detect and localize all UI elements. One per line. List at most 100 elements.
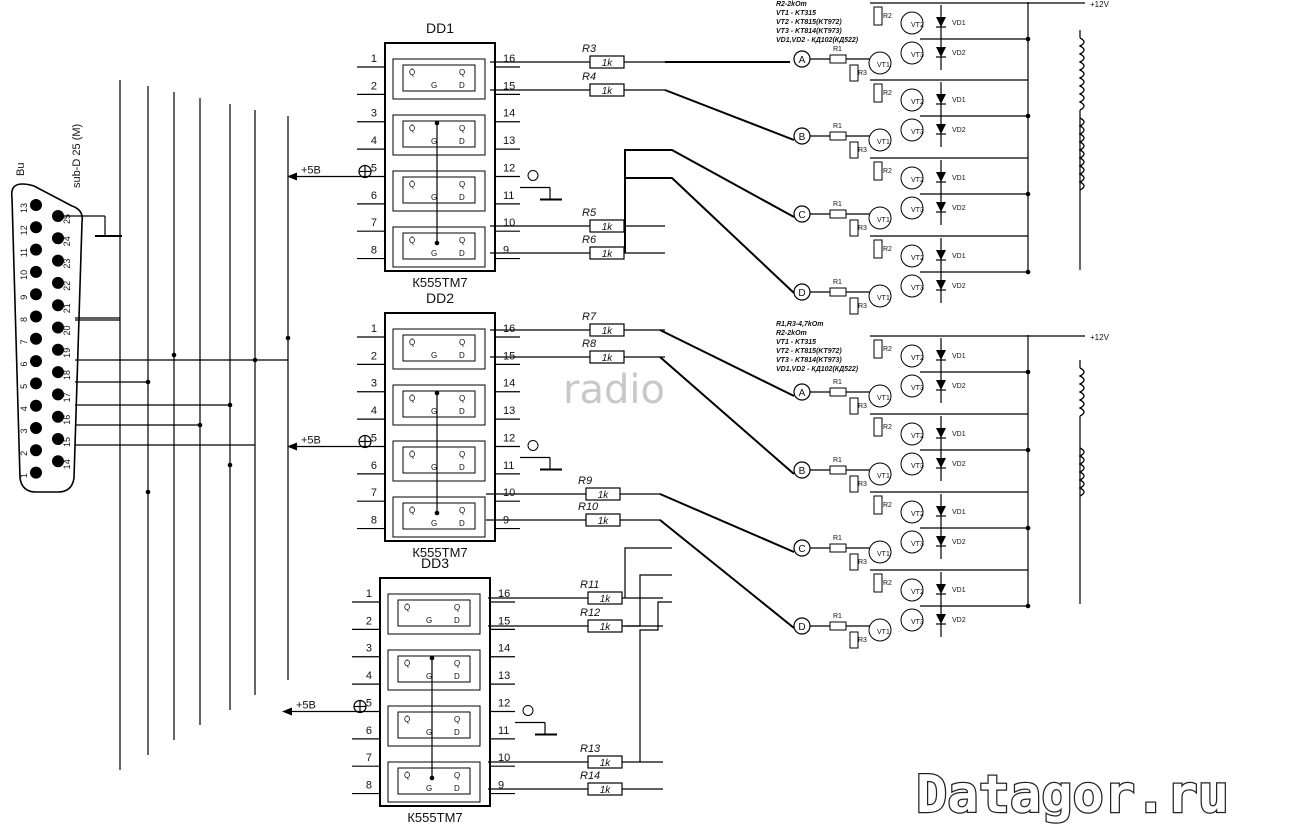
latch-outline (392, 384, 486, 426)
junction-dot (1025, 603, 1031, 609)
latch-pin-text: Q̄ (409, 450, 415, 459)
resistor-r2 (873, 83, 883, 103)
db25-pin-number: 7 (19, 339, 29, 344)
latch-outline (387, 593, 481, 635)
latch-pin-text: Q̄ (409, 124, 415, 133)
transistor-vt2 (900, 422, 924, 446)
stage-label: VD1 (952, 253, 966, 260)
db25-pin (30, 221, 42, 234)
db25-pin-number: 16 (62, 415, 72, 425)
stage-label: VT3 (911, 619, 924, 626)
resistor-ref: R12 (580, 607, 600, 619)
latch-cell (402, 176, 476, 204)
motor-coil (1078, 367, 1085, 417)
db25-pin (30, 399, 42, 412)
resistor-r2 (873, 6, 883, 26)
transistor-vt3 (900, 196, 924, 220)
stage-label: R2 (883, 502, 892, 509)
latch-pin-text: Q (459, 338, 465, 347)
stage-label: VT3 (911, 207, 924, 214)
latch-pin-text: G (431, 351, 437, 360)
transistor-vt1 (868, 618, 892, 642)
resistor-ref: R10 (578, 501, 599, 513)
chip-dd3 (379, 577, 491, 807)
pin-number: 12 (498, 697, 510, 709)
stage-label: VD1 (952, 175, 966, 182)
stage-label: VT1 (877, 395, 890, 402)
resistor-r1 (829, 209, 847, 219)
resistor-r6 (589, 246, 625, 260)
stage-label: VD1 (952, 20, 966, 27)
resistor-r5 (589, 219, 625, 233)
stage-label: R2 (883, 424, 892, 431)
resistor-r2 (873, 339, 883, 359)
junction-dot (434, 390, 440, 396)
pin-number: 4 (366, 670, 372, 682)
pin-number: 6 (366, 725, 372, 737)
latch-pin-text: G (431, 519, 437, 528)
stage-label: VT1 (877, 473, 890, 480)
resistor-value: 1k (602, 58, 614, 69)
stage-label: R1 (833, 201, 842, 208)
latch-pin-text: D (454, 616, 460, 625)
resistor-value: 1k (598, 516, 610, 527)
diode-vd1 (936, 94, 946, 104)
pin-number: 12 (503, 432, 515, 444)
db25-pin-number: 4 (19, 406, 29, 411)
resistor-value: 1k (600, 785, 612, 796)
diode-vd2 (936, 380, 946, 390)
db25-pin-number: 21 (62, 303, 72, 313)
supply-label: +5В (301, 434, 321, 446)
latch-outline (392, 328, 486, 370)
resistor-value: 1k (598, 490, 610, 501)
latch-pin-text: Q̄ (409, 338, 415, 347)
resistor-ref: R14 (580, 770, 600, 782)
stage-label: VD2 (952, 539, 966, 546)
resistor-value: 1k (602, 353, 614, 364)
latch-pin-text: D (459, 81, 465, 90)
phase-label: B (799, 132, 806, 143)
junction-dot (429, 655, 435, 661)
component-note: VT2 - KT815(KT972) (776, 348, 842, 355)
db25-pin-number: 2 (19, 451, 29, 456)
junction-dot (145, 379, 151, 385)
pin-number: 5 (366, 697, 372, 709)
stage-label: R3 (858, 403, 867, 410)
db25-pin (30, 332, 42, 345)
transistor-vt2 (900, 166, 924, 190)
diode-vd1 (936, 172, 946, 182)
db25-pin-number: 13 (19, 203, 29, 213)
db25-pin-number: 22 (62, 281, 72, 291)
db25-pin-number: 12 (19, 225, 29, 235)
pin-number: 1 (366, 588, 372, 600)
latch-cell (402, 502, 476, 530)
diode-vd2 (936, 614, 946, 624)
latch-pin-text: Q̄ (404, 603, 410, 612)
chip-ref-label: DD2 (426, 290, 454, 306)
latch-pin-text: Q (454, 715, 460, 724)
stage-label: VT3 (911, 541, 924, 548)
supply-arrow-icon (287, 172, 297, 181)
junction-dot (145, 489, 151, 495)
junction-dot (1025, 525, 1031, 531)
db25-pin (30, 199, 42, 211)
resistor-r3 (849, 631, 859, 649)
stage-label: VT1 (877, 62, 890, 69)
stage-label: R3 (858, 303, 867, 310)
phase-input-d (793, 617, 811, 635)
phase-wire (664, 89, 795, 141)
junction-dot (1025, 36, 1031, 42)
pin-number: 16 (503, 53, 515, 65)
transistor-vt2 (900, 88, 924, 112)
pin-number: 1 (371, 53, 377, 65)
phase-label: D (798, 288, 805, 299)
latch-pin-text: Q̄ (409, 68, 415, 77)
latch-outline (387, 649, 481, 691)
latch-cell (402, 390, 476, 418)
transistor-vt2 (900, 344, 924, 368)
resistor-r1 (829, 465, 847, 475)
junction-dot (252, 357, 258, 363)
diode-vd1 (936, 506, 946, 516)
stage-label: R1 (833, 613, 842, 620)
pin-number: 1 (371, 323, 377, 335)
